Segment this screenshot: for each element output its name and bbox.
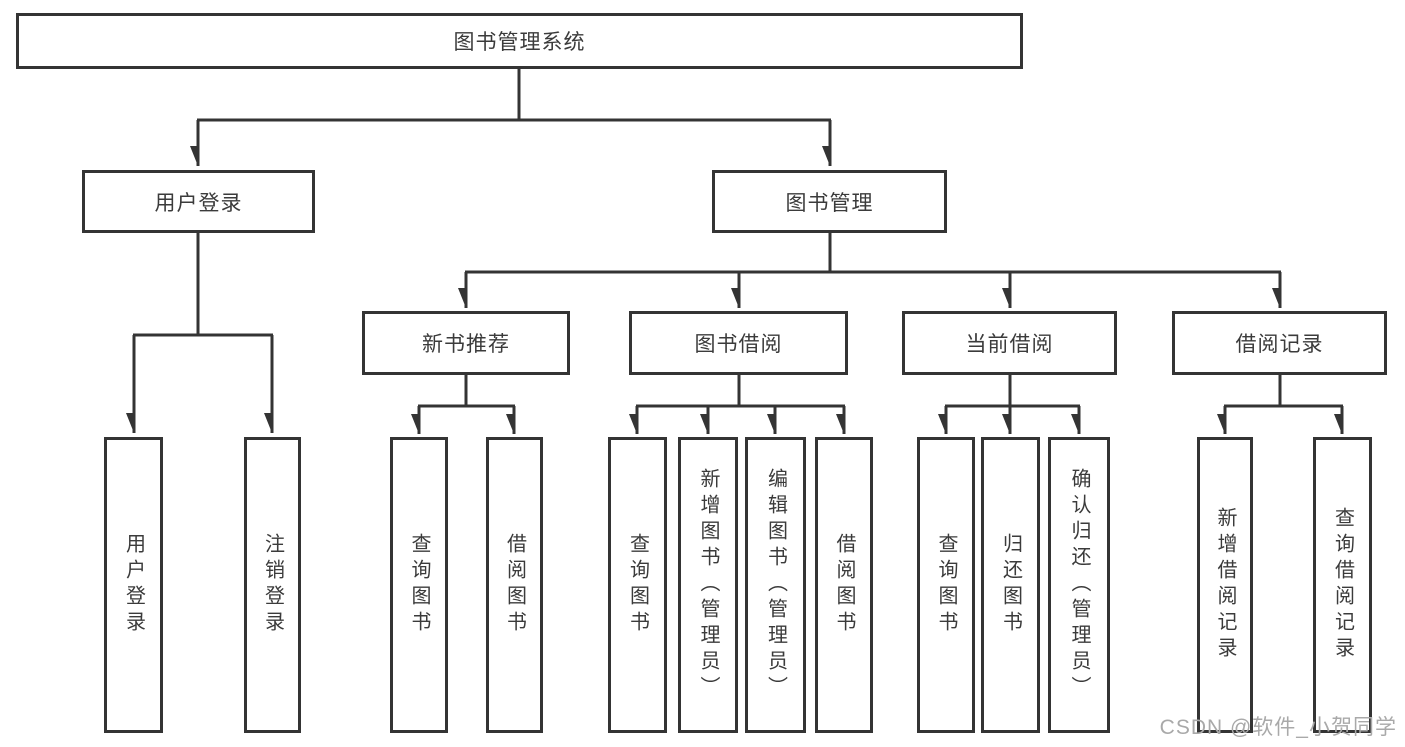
leaf-edit-books-admin: 编辑图书（管理员） [745, 437, 806, 733]
leaf-label: 查询图书 [935, 533, 957, 637]
leaf-confirm-return-admin: 确认归还（管理员） [1048, 437, 1110, 733]
node-user-login: 用户登录 [82, 170, 315, 233]
connector-new-book-children [418, 374, 516, 434]
node-borrow-record: 借阅记录 [1172, 311, 1387, 375]
leaf-label: 编辑图书（管理员） [764, 468, 787, 702]
leaf-return-books: 归还图书 [981, 437, 1040, 733]
leaf-label: 借阅图书 [833, 533, 855, 637]
connector-current-borrow-children [945, 374, 1081, 434]
node-new-book-recommend: 新书推荐 [362, 311, 570, 375]
leaf-label: 借阅图书 [503, 533, 526, 637]
node-library-system: 图书管理系统 [16, 13, 1023, 69]
leaf-label: 注销登录 [261, 533, 284, 637]
connector-root-to-level2 [197, 66, 832, 166]
leaf-query-books-recommend: 查询图书 [390, 437, 448, 733]
connector-borrow-record-children [1224, 374, 1344, 434]
node-book-management: 图书管理 [712, 170, 947, 233]
leaf-label: 新增借阅记录 [1214, 507, 1236, 663]
node-current-borrow: 当前借阅 [902, 311, 1117, 375]
leaf-label: 用户登录 [122, 533, 145, 637]
leaf-label: 查询图书 [626, 533, 649, 637]
leaf-borrow-books-recommend: 借阅图书 [486, 437, 543, 733]
leaf-label: 查询图书 [408, 533, 430, 637]
connector-book-mgmt-children [465, 232, 1282, 308]
leaf-label: 查询借阅记录 [1331, 507, 1354, 663]
leaf-logout: 注销登录 [244, 437, 301, 733]
csdn-watermark: CSDN @软件_小贺同学 [1159, 716, 1397, 739]
leaf-add-borrow-record: 新增借阅记录 [1197, 437, 1253, 733]
leaf-label: 归还图书 [999, 533, 1022, 637]
leaf-query-borrow-record: 查询借阅记录 [1313, 437, 1372, 733]
connector-user-login-children [133, 232, 274, 433]
leaf-label: 新增图书（管理员） [697, 468, 719, 702]
node-book-borrow: 图书借阅 [629, 311, 848, 375]
leaf-query-books-current: 查询图书 [917, 437, 975, 733]
leaf-user-login: 用户登录 [104, 437, 163, 733]
connector-book-borrow-children [636, 374, 846, 434]
leaf-query-books-borrow: 查询图书 [608, 437, 667, 733]
leaf-label: 确认归还（管理员） [1068, 468, 1090, 702]
leaf-add-books-admin: 新增图书（管理员） [678, 437, 738, 733]
leaf-borrow-books: 借阅图书 [815, 437, 873, 733]
